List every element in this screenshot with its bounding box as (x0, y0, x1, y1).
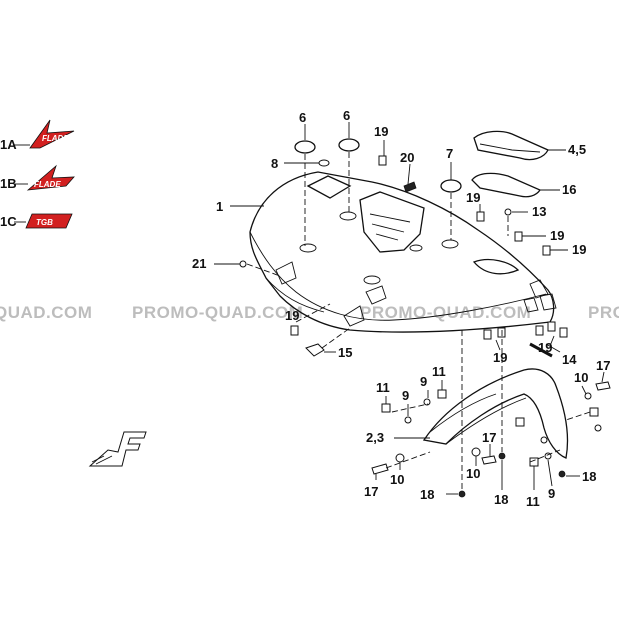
callout-19b: 19 (466, 190, 480, 205)
decal-1c: 1C TGB (0, 213, 73, 229)
watermark-1: QUAD.COM (0, 303, 92, 322)
callout-9a: 9 (420, 374, 427, 389)
callout-19f: 19 (493, 350, 507, 365)
decal-1a: 1A FLADE (0, 119, 75, 152)
nut-15 (305, 343, 325, 357)
callout-11a: 11 (376, 380, 390, 395)
decal-1b-brand: FLADE (34, 180, 61, 189)
lid-4-5 (473, 130, 549, 161)
front-fender (249, 171, 557, 333)
callout-20: 20 (400, 150, 414, 165)
callout-10c: 10 (390, 472, 404, 487)
watermark-3: PROMO-QUAD.COM (360, 303, 531, 322)
decal-1a-label: 1A (0, 137, 17, 152)
decal-1c-brand: TGB (36, 218, 53, 227)
callout-17b: 17 (482, 430, 496, 445)
decal-1b-label: 1B (0, 176, 17, 191)
clip-20 (403, 181, 417, 193)
clip-nuts (290, 155, 568, 340)
callout-13: 13 (532, 204, 546, 219)
gasket-16 (471, 172, 541, 198)
callout-10b: 10 (466, 466, 480, 481)
callout-7: 7 (446, 146, 453, 161)
decal-1c-shape (25, 213, 73, 229)
callout-17a: 17 (596, 358, 610, 373)
f-logo-icon (88, 431, 147, 467)
callout-11c: 11 (526, 494, 540, 509)
callout-21: 21 (192, 256, 206, 271)
decal-1c-label: 1C (0, 214, 17, 229)
lens-cover-6a (294, 140, 316, 154)
callout-1: 1 (216, 199, 223, 214)
callout-19g: 19 (538, 340, 552, 355)
leader-lines (214, 122, 605, 495)
callout-10a: 10 (574, 370, 588, 385)
assembly-lines (246, 152, 591, 490)
callout-9b: 9 (402, 388, 409, 403)
callout-19d: 19 (572, 242, 586, 257)
callout-6b: 6 (343, 108, 350, 123)
fasteners (371, 381, 611, 498)
callout-18a: 18 (420, 487, 434, 502)
callout-17c: 17 (364, 484, 378, 499)
callouts: 6 6 19 7 4,5 8 20 16 1 19 13 19 21 19 19… (192, 108, 610, 509)
callout-19c: 19 (550, 228, 564, 243)
callout-18b: 18 (494, 492, 508, 507)
decal-1a-brand: FLADE (42, 134, 69, 143)
callout-19e: 19 (285, 308, 299, 323)
callout-19a: 19 (374, 124, 388, 139)
callout-8: 8 (271, 156, 278, 171)
mud-guard-2-3 (422, 368, 569, 459)
callout-2-3: 2,3 (366, 430, 384, 445)
lens-cover-7 (440, 179, 462, 193)
callout-9c: 9 (548, 486, 555, 501)
callout-18c: 18 (582, 469, 596, 484)
decal-1b-shape (26, 164, 75, 191)
callout-4-5: 4,5 (568, 142, 586, 157)
callout-16: 16 (562, 182, 576, 197)
callout-6a: 6 (299, 110, 306, 125)
callout-11b: 11 (432, 364, 446, 379)
decal-1a-shape (29, 119, 75, 149)
lens-cover-6b (338, 138, 360, 152)
rod-14 (529, 342, 553, 358)
cap-8 (318, 159, 330, 167)
screw-21 (239, 260, 247, 268)
decal-1b: 1B FLADE (0, 164, 75, 191)
watermark-2: PROMO-QUAD.COM (132, 303, 303, 322)
callout-15: 15 (338, 345, 352, 360)
nut-13 (504, 208, 512, 216)
callout-14: 14 (562, 352, 577, 367)
watermark-4: PRO (588, 303, 619, 322)
